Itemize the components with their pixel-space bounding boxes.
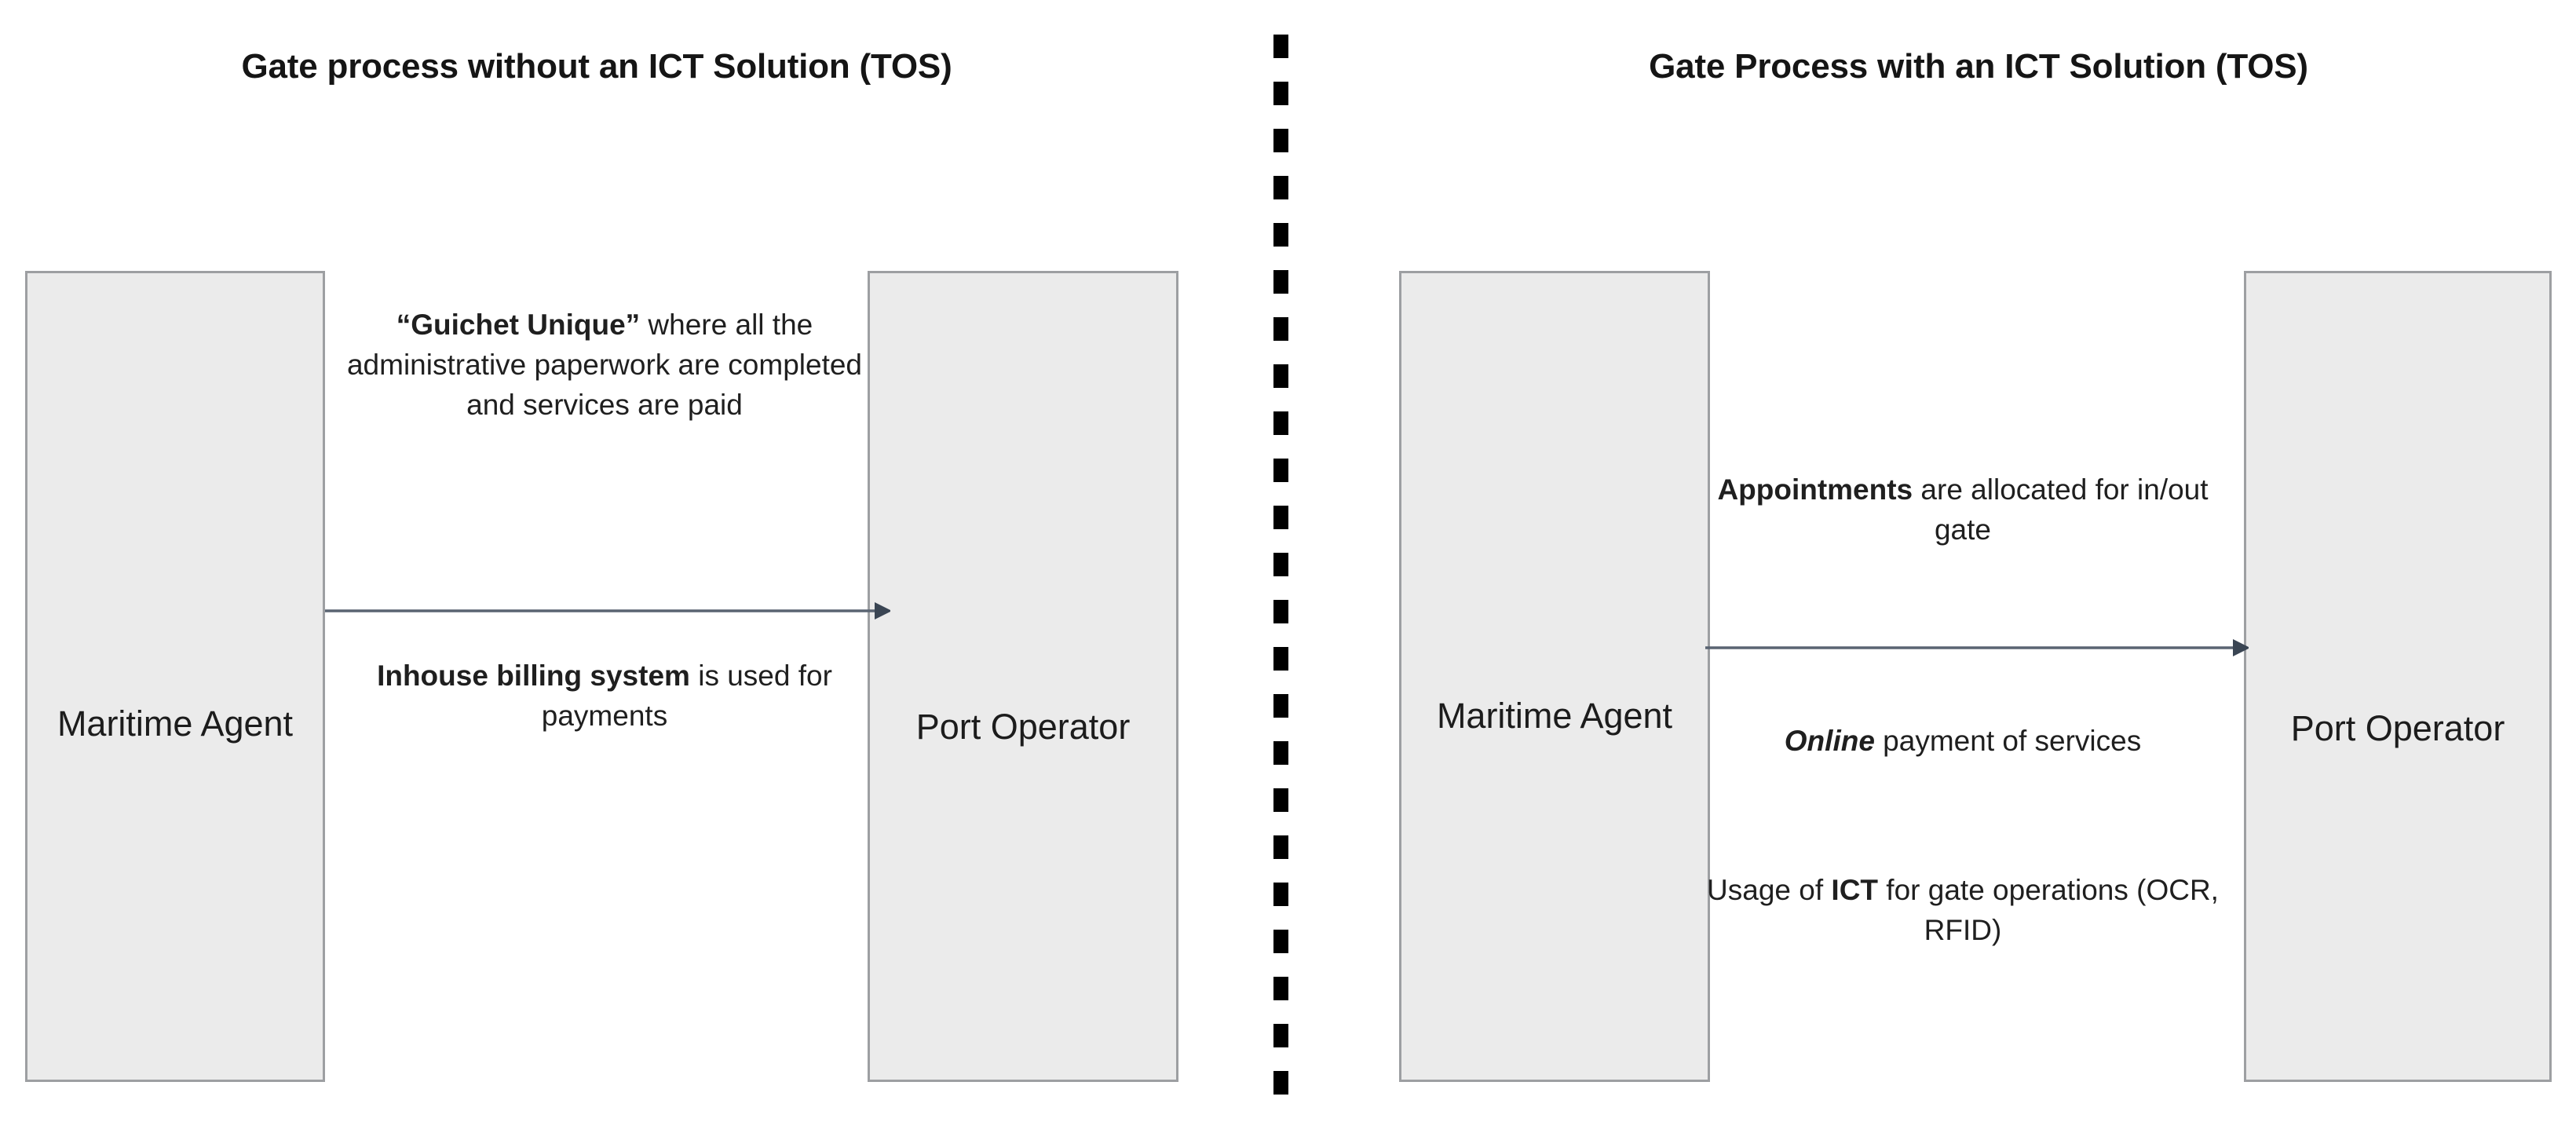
annotation-inhouse-billing-emphasis: Inhouse billing system [377,660,690,692]
annotation-appointments-body: are allocated for in/out gate [1913,473,2209,546]
annotation-ict-gate-operations-body: for gate operations (OCR, RFID) [1878,874,2219,947]
annotation-appointments-emphasis: Appointments [1717,473,1913,506]
panel-title-without-ict: Gate process without an ICT Solution (TO… [241,47,952,86]
actor-label-maritime-agent: Maritime Agent [57,703,294,744]
actor-label-port-operator: Port Operator [915,706,1131,747]
annotation-ict-gate-operations-emphasis: ICT [1831,874,1879,906]
actor-label-maritime-agent: Maritime Agent [1436,695,1673,736]
flow-arrow-left-svg [325,602,890,619]
flow-arrow-right-svg [1705,639,2249,656]
actor-box-maritime-agent-right[interactable]: Maritime Agent [1399,271,1710,1082]
annotation-online-payment-emphasis: Online [1784,725,1875,757]
annotation-appointments: Appointments are allocated for in/out ga… [1696,470,2230,550]
annotation-guichet-unique-body: where all the administrative paperwork a… [346,309,863,422]
panel-divider [1273,35,1288,1118]
actor-box-maritime-agent-left[interactable]: Maritime Agent [25,271,325,1082]
actor-label-port-operator: Port Operator [2290,707,2505,748]
annotation-online-payment: Online payment of services [1696,721,2230,761]
panel-title-with-ict: Gate Process with an ICT Solution (TOS) [1649,47,2308,86]
annotation-inhouse-billing: Inhouse billing system is used for payme… [345,656,864,736]
actor-box-port-operator-left[interactable]: Port Operator [868,271,1178,1082]
annotation-online-payment-body: payment of services [1874,725,2142,757]
flow-arrow-right [1705,636,2249,660]
annotation-guichet-unique: “Guichet Unique” where all the administr… [345,305,864,425]
annotation-ict-gate-operations-prefix: Usage of [1707,874,1832,906]
annotation-ict-gate-operations: Usage of ICT for gate operations (OCR, R… [1696,870,2230,950]
actor-box-port-operator-right[interactable]: Port Operator [2244,271,2552,1082]
annotation-inhouse-billing-body: is used for payments [541,660,832,733]
annotation-guichet-unique-emphasis: “Guichet Unique” [396,309,641,341]
flow-arrow-left [325,599,890,623]
